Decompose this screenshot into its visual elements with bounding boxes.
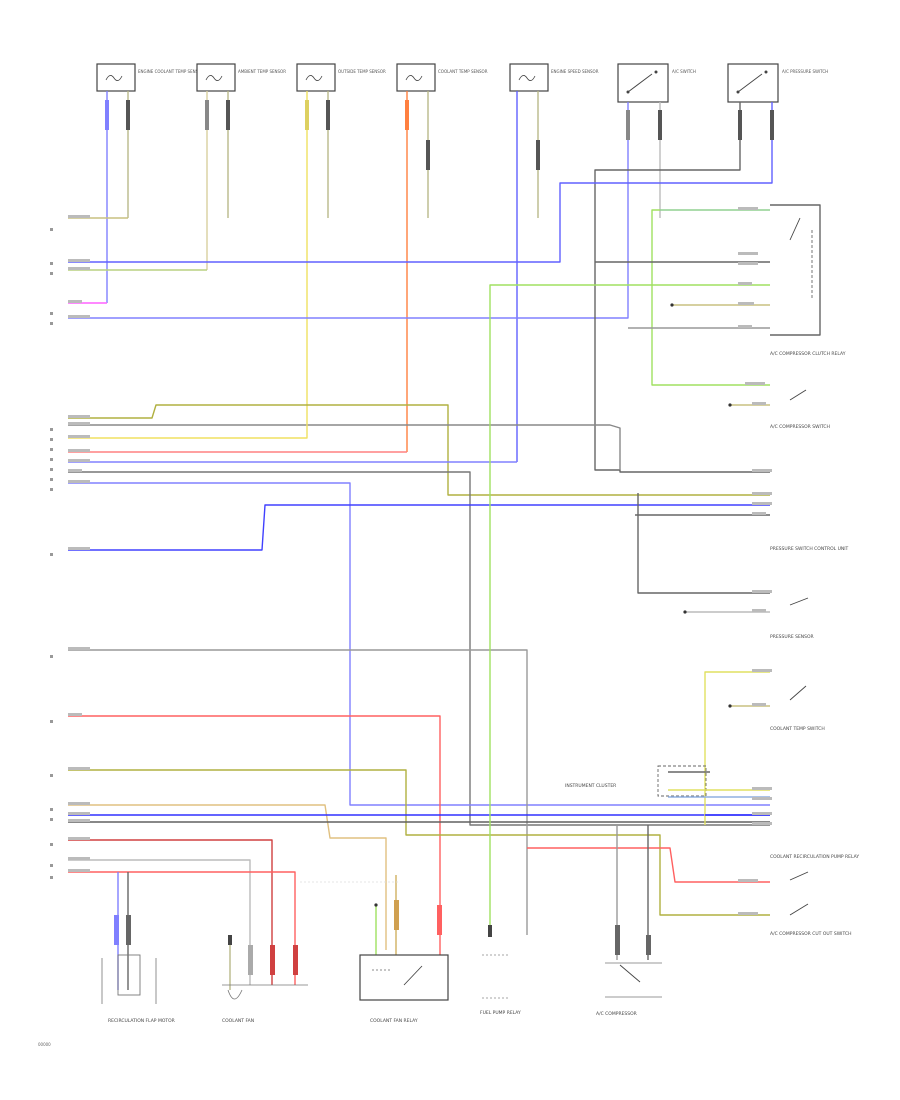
top-switch-2: A/C PRESSURE SWITCH — [727, 63, 828, 103]
bottom-component-3-label: COOLANT FAN RELAY — [370, 1018, 418, 1024]
right-component-1-label: A/C COMPRESSOR CLUTCH RELAY — [770, 351, 846, 357]
wire — [68, 404, 770, 496]
wire — [68, 424, 621, 470]
wire — [637, 493, 770, 594]
sensor-leads — [68, 91, 774, 473]
right-component-4-label: PRESSURE SENSOR — [770, 634, 814, 640]
top-switch-1: A/C SWITCH — [617, 63, 696, 103]
wire — [68, 102, 773, 263]
bottom-component-2-label: COOLANT FAN — [222, 1018, 254, 1024]
wire — [68, 769, 770, 916]
top-sensor-2: AMBIENT TEMP SENSOR — [196, 63, 286, 92]
right-wire-tags — [738, 207, 772, 915]
top-sensor-4: COOLANT TEMP SENSOR — [396, 63, 488, 92]
wire — [68, 102, 629, 319]
bottom-component-2: COOLANT FAN — [222, 935, 308, 1024]
wire — [68, 413, 308, 439]
bottom-component-1: RECIRCULATION FLAP MOTOR — [101, 872, 175, 1024]
right-harness: A/C COMPRESSOR CLUTCH RELAY A/C COMPRESS… — [489, 204, 859, 937]
right-component-2-label: A/C COMPRESSOR SWITCH — [770, 424, 830, 430]
top-sensor-4-label: COOLANT TEMP SENSOR — [438, 69, 488, 74]
bottom-component-1-label: RECIRCULATION FLAP MOTOR — [108, 1018, 175, 1024]
wire — [68, 804, 387, 950]
bottom-component-5-label: A/C COMPRESSOR — [596, 1011, 637, 1017]
right-component-5-label: COOLANT TEMP SWITCH — [770, 726, 825, 732]
top-switch-2-label: A/C PRESSURE SWITCH — [782, 69, 828, 74]
right-component-8-label: A/C COMPRESSOR CUT OUT SWITCH — [770, 931, 852, 937]
wire — [770, 204, 821, 336]
wire — [68, 715, 441, 955]
top-components: ENGINE COOLANT TEMP SENSOR AMBIENT TEMP … — [96, 63, 828, 103]
right-component-3-label: PRESSURE SWITCH CONTROL UNIT — [770, 546, 849, 552]
top-sensor-2-label: AMBIENT TEMP SENSOR — [238, 69, 286, 74]
left-harness — [50, 215, 770, 985]
wire — [68, 471, 770, 826]
top-sensor-3: OUTSIDE TEMP SENSOR — [296, 63, 386, 92]
wire — [68, 482, 770, 806]
instrument-cluster-label: INSTRUMENT CLUSTER — [565, 783, 616, 789]
wire — [527, 847, 770, 883]
left-wire-tags — [68, 215, 90, 872]
wire — [489, 284, 770, 925]
wire — [68, 839, 273, 985]
bottom-component-4: FUEL PUMP RELAY — [480, 925, 521, 1016]
instrument-cluster-box — [657, 765, 707, 797]
top-switch-1-label: A/C SWITCH — [672, 69, 696, 74]
diagram-code: 00000 — [38, 1042, 51, 1047]
top-sensor-3-label: OUTSIDE TEMP SENSOR — [338, 69, 386, 74]
wire — [651, 209, 770, 386]
bottom-components: RECIRCULATION FLAP MOTOR COOLANT FAN COO… — [101, 825, 662, 1024]
left-pin-numbers — [50, 228, 53, 879]
top-sensor-1-label: ENGINE COOLANT TEMP SENSOR — [138, 69, 204, 74]
bottom-component-3: COOLANT FAN RELAY — [359, 875, 449, 1024]
right-component-7-label: COOLANT RECIRCULATION PUMP RELAY — [770, 854, 859, 860]
bottom-component-5: A/C COMPRESSOR — [596, 825, 662, 1017]
wire — [704, 671, 770, 825]
wire — [68, 859, 251, 985]
top-sensor-5-label: ENGINE SPEED SENSOR — [551, 69, 599, 74]
wire — [594, 102, 770, 473]
top-sensor-5: ENGINE SPEED SENSOR — [509, 63, 599, 92]
bottom-component-4-label: FUEL PUMP RELAY — [480, 1010, 521, 1016]
wire — [68, 504, 770, 551]
top-sensor-1: ENGINE COOLANT TEMP SENSOR — [96, 63, 204, 92]
wire — [68, 649, 528, 935]
